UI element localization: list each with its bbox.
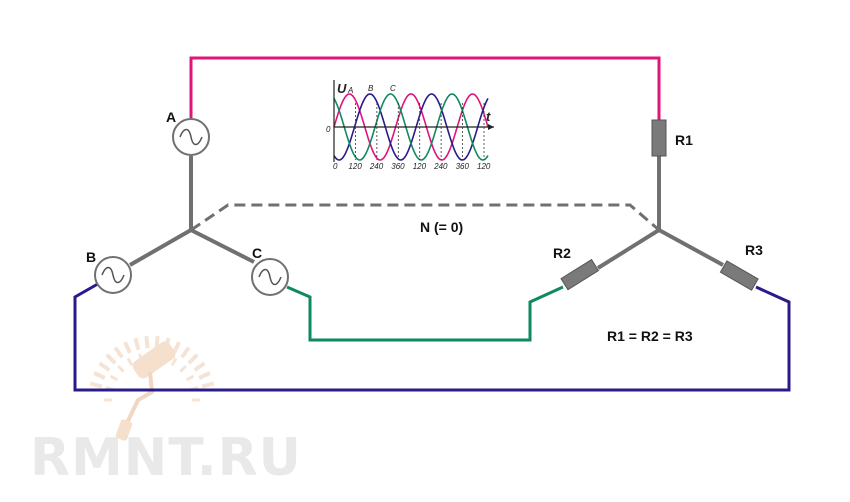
inset-x-tick-label: 360 [456, 162, 470, 171]
inset-x-tick-label: 240 [433, 162, 448, 171]
source-c [251, 258, 289, 296]
inset-x-tick-label: 0 [333, 162, 338, 171]
sunburst-ray [187, 353, 199, 365]
source-b [94, 256, 132, 294]
inset-x-tick-label: 240 [369, 162, 384, 171]
inset-x-tick-label: 360 [391, 162, 405, 171]
waveform-inset: U A B C t 0 0 120 240 360 120 240 360 120 [326, 80, 494, 171]
inset-phase-b-label: B [368, 84, 374, 93]
ac-sine-icon [101, 266, 125, 284]
sunburst-ray [201, 381, 215, 389]
inset-phase-c-label: C [390, 84, 396, 93]
inset-t-label: t [486, 109, 491, 124]
wave-phase-c [333, 93, 489, 161]
ac-sine-icon [179, 128, 203, 146]
sunburst-ray [180, 346, 191, 359]
sunburst-ray [89, 381, 103, 389]
wire-phase-b [73, 275, 791, 392]
label-r3: R3 [745, 242, 763, 258]
ac-sine-icon [258, 268, 282, 286]
sunburst-ray [185, 374, 195, 382]
source-a [172, 118, 210, 156]
resistor-r1 [651, 119, 667, 157]
sunburst-ray [109, 374, 119, 382]
sunburst-ray [172, 341, 181, 354]
load-star [596, 156, 724, 270]
watermark-text: RMNT.RU [30, 428, 302, 488]
inset-x-ticks: 0 120 240 360 120 240 360 120 [333, 103, 491, 171]
sunburst-ray [179, 365, 187, 373]
label-r2: R2 [553, 245, 571, 261]
sunburst-ray [133, 337, 141, 351]
label-r1: R1 [675, 132, 693, 148]
inset-x-tick-label: 120 [348, 162, 362, 171]
sunburst-ray [123, 341, 132, 354]
sunburst-ray [113, 346, 124, 359]
wire-phase-c [286, 285, 564, 342]
inset-u-label: U [337, 81, 347, 96]
paint-roller-icon [115, 341, 176, 441]
watermark-logo [89, 336, 215, 441]
sunburst-ray [126, 357, 134, 367]
sunburst-ray [93, 371, 106, 380]
sunburst-ray [98, 361, 111, 372]
label-source-b: B [86, 249, 96, 265]
resistor-r2 [560, 258, 600, 291]
sunburst-ray [193, 361, 206, 372]
inset-x-tick-label: 120 [477, 162, 491, 171]
label-source-a: A [166, 109, 176, 125]
sunburst-ray [105, 353, 117, 365]
inset-x-tick-label: 120 [413, 162, 427, 171]
neutral-wire [190, 203, 660, 232]
generator-star [129, 156, 255, 267]
inset-phase-a-label: A [347, 86, 353, 95]
sunburst-ray [117, 365, 125, 373]
resistor-r3 [719, 260, 759, 291]
sunburst-ray [144, 336, 150, 349]
label-neutral: N (= 0) [420, 219, 463, 235]
inset-zero-label: 0 [326, 125, 331, 134]
wire-phase-a [189, 56, 661, 120]
label-equality: R1 = R2 = R3 [607, 328, 693, 344]
sunburst-ray [198, 371, 211, 380]
axis-arrow-icon [488, 124, 494, 130]
sunburst-ray [170, 357, 178, 367]
label-source-c: C [252, 245, 262, 261]
